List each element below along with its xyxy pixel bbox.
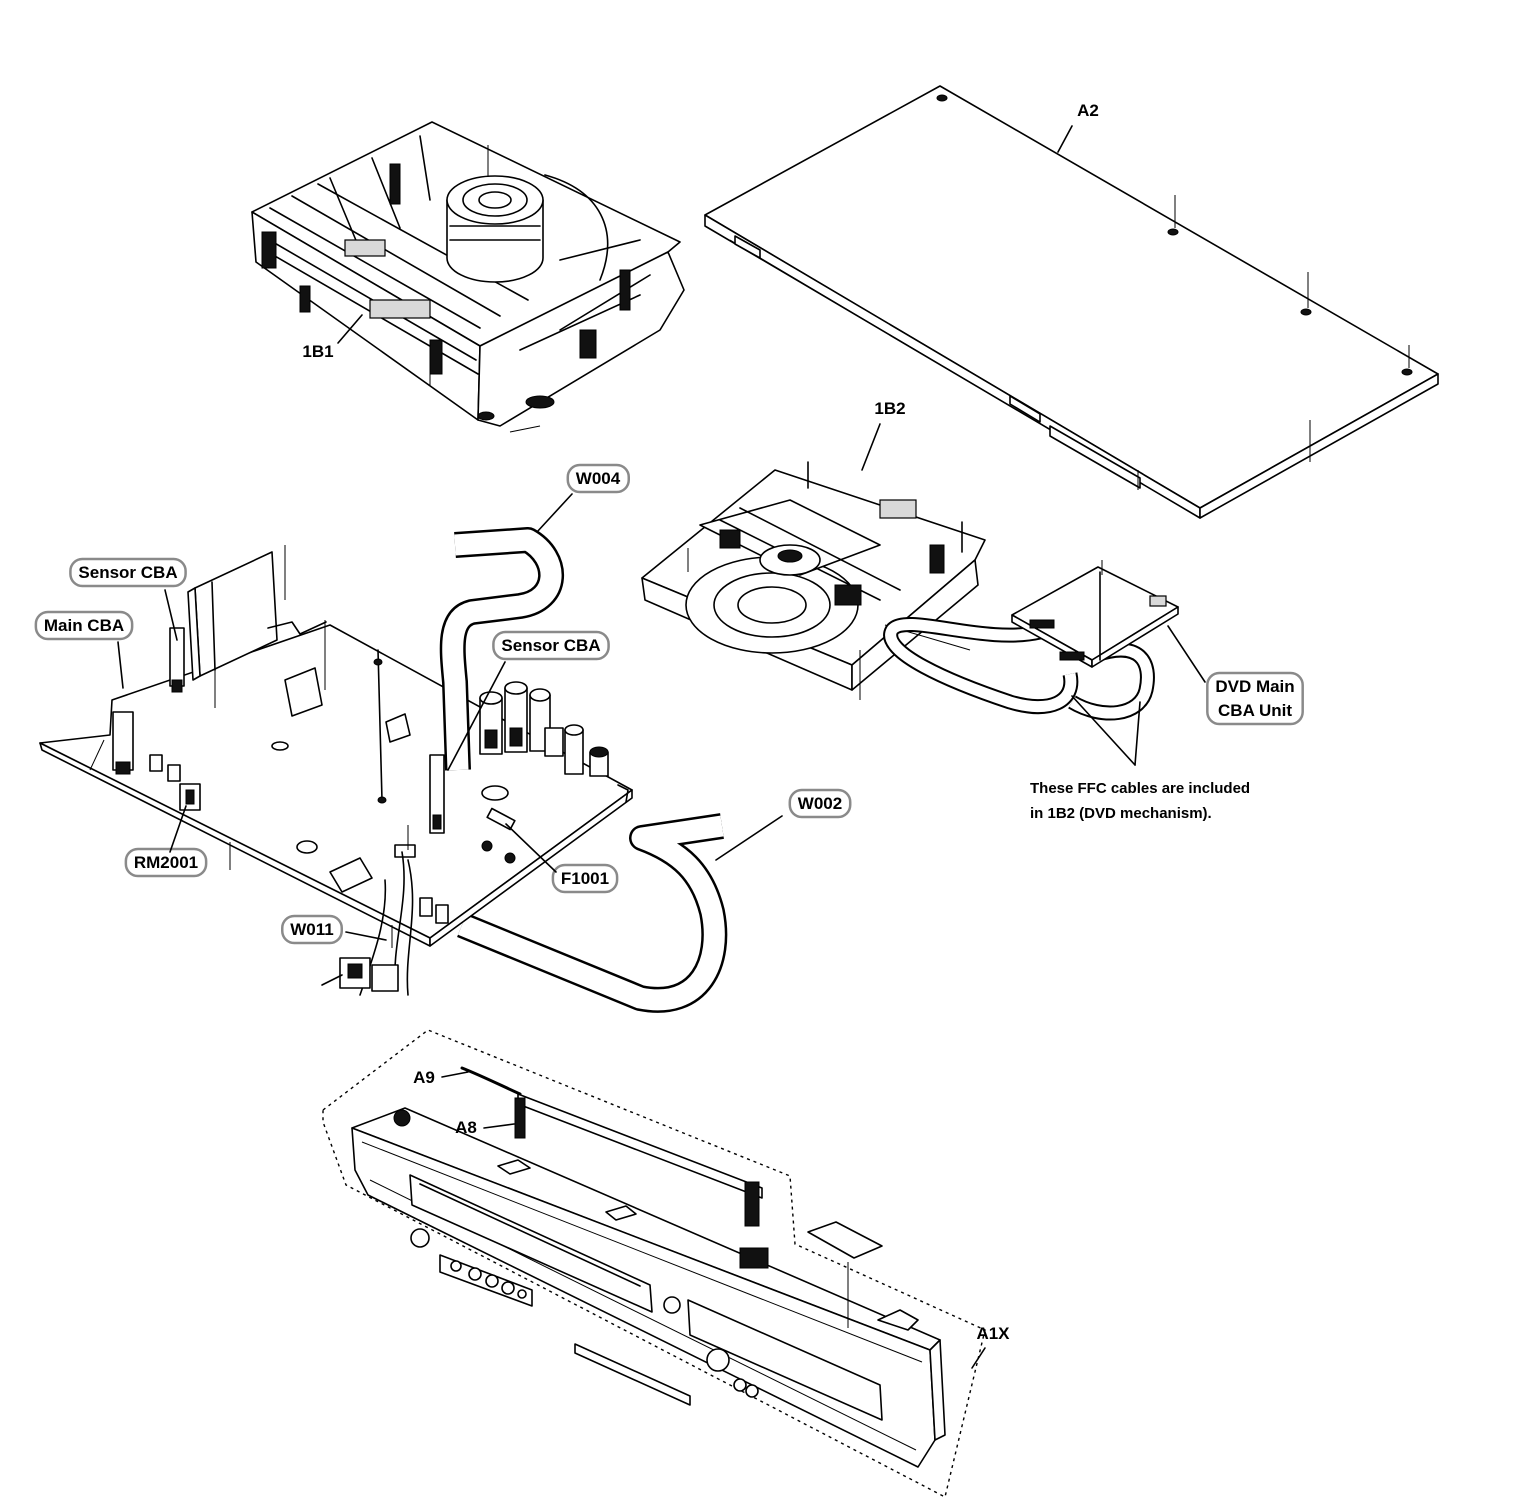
main-cba-board xyxy=(39,545,633,947)
label-sensor-cba-left: Sensor CBA xyxy=(78,563,177,582)
dvd-ffc-cables xyxy=(883,617,1155,721)
dvd-mechanism-1b2 xyxy=(641,461,986,700)
front-panel-a1x xyxy=(351,1066,946,1468)
w004-flat-cable xyxy=(439,527,565,771)
label-main-cba: Main CBA xyxy=(44,616,124,635)
label-a8: A8 xyxy=(455,1118,477,1137)
leader-w002 xyxy=(715,815,783,861)
leader-a8 xyxy=(483,1123,515,1129)
vcr-mechanism-1b1 xyxy=(251,121,685,433)
leader-a1x xyxy=(971,1347,986,1369)
leader-note-b xyxy=(1134,701,1141,766)
leader-dvd-main-cba xyxy=(1167,625,1206,683)
callout-main-cba: Main CBA xyxy=(34,610,134,641)
label-dvd-main-line2: CBA Unit xyxy=(1218,701,1292,720)
callout-dvd-main-cba-unit: DVD Main CBA Unit xyxy=(1206,671,1304,726)
callout-sensor-cba-left: Sensor CBA xyxy=(69,557,187,588)
label-1b2: 1B2 xyxy=(874,399,905,418)
callout-w002: W002 xyxy=(788,788,852,819)
top-plate-a2 xyxy=(704,85,1439,519)
leader-note-a xyxy=(1071,695,1136,766)
label-dvd-main-line1: DVD Main xyxy=(1215,677,1294,696)
label-w011: W011 xyxy=(290,920,333,939)
label-rm2001: RM2001 xyxy=(134,853,198,872)
dvd-main-cba-board xyxy=(1011,560,1179,668)
leader-w011 xyxy=(345,931,387,941)
label-w004: W004 xyxy=(576,469,621,488)
leader-rm2001 xyxy=(169,805,187,853)
callout-f1001: F1001 xyxy=(551,863,619,894)
leader-sensor-cba-right xyxy=(447,661,506,771)
label-a9: A9 xyxy=(413,1068,435,1087)
callout-sensor-cba-right: Sensor CBA xyxy=(492,630,610,661)
note-ffc-line1: These FFC cables are included xyxy=(1030,780,1250,797)
label-a1x: A1X xyxy=(976,1324,1010,1343)
note-ffc-line2: in 1B2 (DVD mechanism). xyxy=(1030,805,1212,822)
label-f1001: F1001 xyxy=(561,869,609,888)
w011-wire-harness xyxy=(321,851,414,996)
leader-a2 xyxy=(1057,125,1073,153)
leader-main-cba xyxy=(117,641,124,689)
label-sensor-cba-right: Sensor CBA xyxy=(501,636,600,655)
callout-w011: W011 xyxy=(281,914,343,945)
leader-a9 xyxy=(441,1071,469,1078)
leader-1b1 xyxy=(337,314,363,344)
label-a2: A2 xyxy=(1077,101,1099,120)
front-panel-assembly-outline xyxy=(322,1029,986,1499)
leader-w004 xyxy=(536,493,573,533)
leader-sensor-cba-left xyxy=(164,589,178,641)
leader-f1001 xyxy=(505,823,557,873)
callout-rm2001: RM2001 xyxy=(124,847,208,878)
w002-flat-cable xyxy=(457,813,728,1013)
label-w002: W002 xyxy=(798,794,842,813)
callout-w004: W004 xyxy=(566,463,630,494)
label-1b1: 1B1 xyxy=(302,342,333,361)
leader-1b2 xyxy=(861,423,881,471)
